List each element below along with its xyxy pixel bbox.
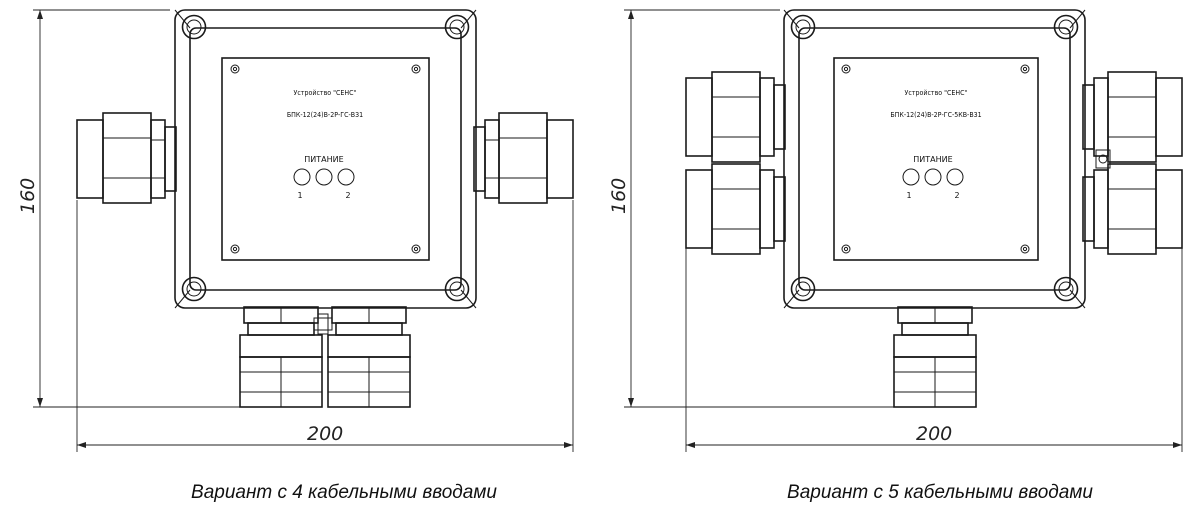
width-dimension: 200	[76, 200, 574, 452]
led-indicator	[337, 168, 355, 186]
device-label: Устройство "СЕНС"	[294, 89, 357, 97]
led-indicator	[902, 168, 920, 186]
led-indicator	[924, 168, 942, 186]
corner-screw-icon	[181, 14, 207, 40]
width-dimension-label: 200	[307, 423, 343, 445]
height-dimension: 160	[608, 9, 895, 408]
variant-2-drawing: 160 200	[608, 9, 1183, 503]
plate-screw-icon	[1020, 244, 1030, 254]
height-dimension-label: 160	[17, 178, 39, 214]
led-label-2: 2	[954, 191, 959, 200]
corner-screw-icon	[1053, 14, 1079, 40]
plate-screw-icon	[230, 244, 240, 254]
led-indicator	[315, 168, 333, 186]
left-cable-glands	[685, 71, 786, 255]
corner-screw-icon	[790, 14, 816, 40]
led-label-1: 1	[297, 191, 302, 200]
enclosure: Устройство "СЕНС" БПК-12(24)В-2Р-ГС-5КВ-…	[783, 9, 1086, 309]
led-label-2: 2	[345, 191, 350, 200]
device-label: Устройство "СЕНС"	[905, 89, 968, 97]
plate-screw-icon	[411, 244, 421, 254]
right-cable-gland	[473, 112, 574, 204]
width-dimension: 200	[685, 245, 1183, 452]
plate-screw-icon	[1020, 64, 1030, 74]
variant-2-caption: Вариант с 5 кабельными вводами	[787, 482, 1093, 503]
plate-screw-icon	[230, 64, 240, 74]
plate-screw-icon	[411, 64, 421, 74]
led-label-1: 1	[906, 191, 911, 200]
power-label: ПИТАНИЕ	[913, 155, 952, 164]
model-label: БПК-12(24)В-2Р-ГС-В31	[287, 111, 363, 119]
bottom-cable-glands	[239, 306, 411, 408]
enclosure: Устройство "СЕНС" БПК-12(24)В-2Р-ГС-В31 …	[174, 9, 477, 309]
plate-screw-icon	[841, 244, 851, 254]
variant-1-caption: Вариант с 4 кабельными вводами	[191, 482, 497, 503]
model-label: БПК-12(24)В-2Р-ГС-5КВ-В31	[890, 111, 981, 119]
width-dimension-label: 200	[916, 423, 952, 445]
plate-screw-icon	[841, 64, 851, 74]
height-dimension-label: 160	[608, 178, 630, 214]
power-label: ПИТАНИЕ	[304, 155, 343, 164]
height-dimension: 160	[17, 9, 240, 408]
led-indicator	[293, 168, 311, 186]
bottom-cable-gland	[893, 306, 977, 408]
variant-1-drawing: 160 200	[17, 9, 574, 503]
led-indicator	[946, 168, 964, 186]
left-cable-gland	[76, 112, 177, 204]
corner-screw-icon	[444, 14, 470, 40]
right-cable-glands	[1082, 71, 1183, 255]
